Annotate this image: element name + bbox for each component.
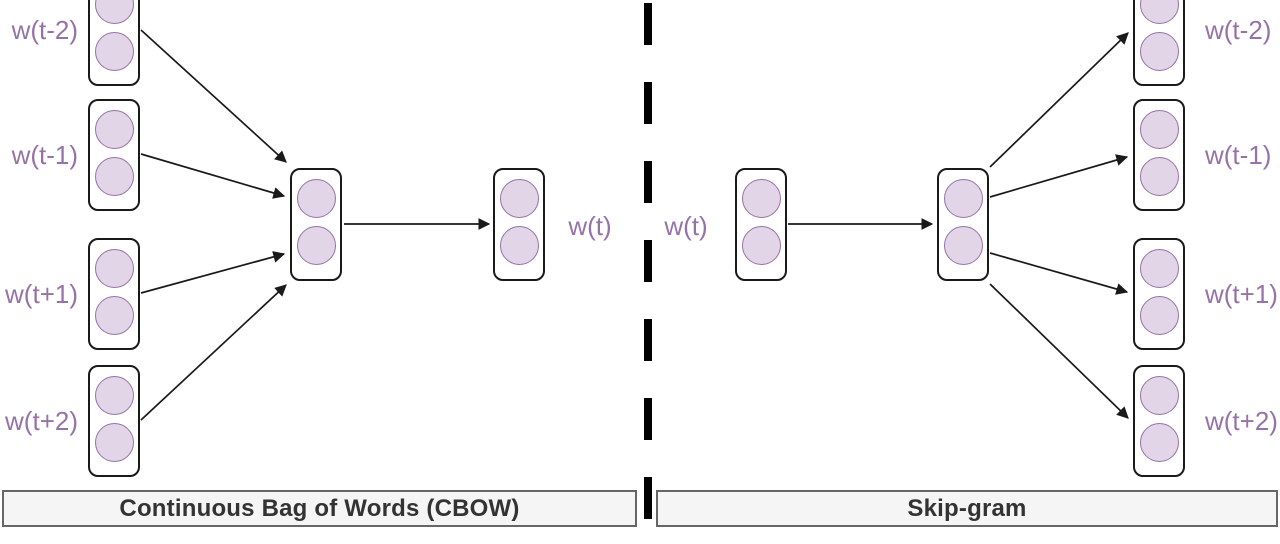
cbow-context-label-3: w(t+2) <box>5 406 78 436</box>
skipgram-caption-text: Skip-gram <box>907 494 1027 522</box>
arrow-cbow-ctx2-hidden <box>140 153 286 199</box>
skipgram-context-label-1: w(t-1) <box>1205 140 1272 170</box>
skipgram-input-label: w(t) <box>664 211 708 241</box>
neuron-circle <box>1139 423 1179 462</box>
neuron-circle <box>1139 249 1179 288</box>
cbow-context-box-2 <box>88 238 140 350</box>
skipgram-hidden-box <box>937 168 989 281</box>
arrow-cbow-ctx4-hidden <box>140 284 287 421</box>
arrow-skipgram-hidden-ctx1 <box>989 32 1129 168</box>
cbow-context-label-1: w(t-1) <box>11 140 78 170</box>
cbow-caption-text: Continuous Bag of Words (CBOW) <box>119 494 520 522</box>
neuron-circle <box>1139 0 1179 24</box>
arrow-cbow-ctx3-hidden <box>140 251 286 294</box>
neuron-circle <box>94 249 134 288</box>
cbow-context-label-0: w(t-2) <box>11 15 78 45</box>
arrow-cbow-ctx1-hidden <box>140 29 287 163</box>
neuron-circle <box>499 179 539 218</box>
arrow-skipgram-hidden-ctx4 <box>989 283 1129 419</box>
neuron-circle <box>94 0 134 24</box>
neuron-circle <box>741 179 781 218</box>
skipgram-context-label-3: w(t+2) <box>1205 406 1278 436</box>
cbow-context-label-2: w(t+1) <box>5 279 78 309</box>
neuron-circle <box>94 376 134 415</box>
cbow-hidden-box <box>290 168 342 281</box>
skipgram-context-box-2 <box>1133 238 1185 350</box>
neuron-circle <box>1139 296 1179 335</box>
skipgram-context-label-2: w(t+1) <box>1205 279 1278 309</box>
neuron-circle <box>94 32 134 71</box>
neuron-circle <box>94 157 134 196</box>
neuron-circle <box>94 423 134 462</box>
neuron-circle <box>499 226 539 265</box>
skipgram-caption-bar: Skip-gram <box>656 490 1278 527</box>
skipgram-context-box-3 <box>1133 365 1185 477</box>
skipgram-context-label-0: w(t-2) <box>1205 15 1272 45</box>
neuron-circle <box>943 226 983 265</box>
cbow-target-label: w(t) <box>568 211 612 241</box>
neuron-circle <box>741 226 781 265</box>
neuron-circle <box>296 226 336 265</box>
neuron-circle <box>94 296 134 335</box>
skipgram-context-box-0 <box>1133 0 1185 86</box>
neuron-circle <box>296 179 336 218</box>
cbow-caption-bar: Continuous Bag of Words (CBOW) <box>2 490 637 527</box>
skipgram-context-box-1 <box>1133 99 1185 211</box>
neuron-circle <box>1139 32 1179 71</box>
arrow-skipgram-hidden-ctx2 <box>989 154 1129 198</box>
neuron-circle <box>943 179 983 218</box>
cbow-context-box-1 <box>88 99 140 211</box>
cbow-output-box <box>493 168 545 281</box>
neuron-circle <box>1139 376 1179 415</box>
skipgram-input-box <box>735 168 787 281</box>
neuron-circle <box>1139 157 1179 196</box>
arrow-skipgram-hidden-ctx3 <box>989 252 1129 295</box>
cbow-context-box-3 <box>88 365 140 477</box>
cbow-context-box-0 <box>88 0 140 86</box>
neuron-circle <box>1139 110 1179 149</box>
neuron-circle <box>94 110 134 149</box>
